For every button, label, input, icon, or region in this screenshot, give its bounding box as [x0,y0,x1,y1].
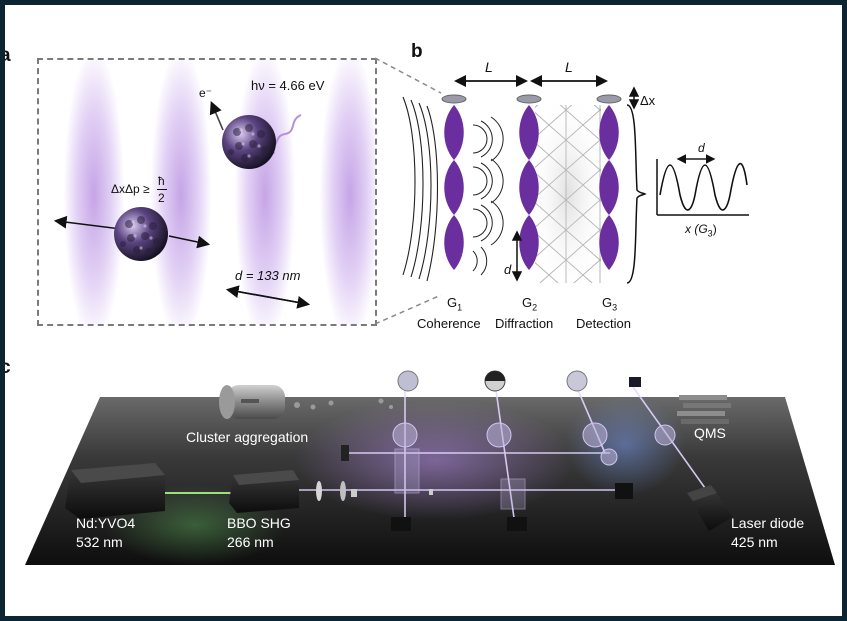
cluster-lower [114,207,168,261]
cluster-source [219,385,285,419]
signal-period-label: d [698,141,705,155]
fraction-bar [157,189,167,190]
coherence-label: Coherence [417,316,481,331]
panel-a-drawing [53,101,311,309]
bbo-shg-crystal [229,470,299,513]
nd-yvo4-laser [65,463,165,519]
panel-a-inset: hν = 4.66 eV e⁻ ΔxΔp ≥ ħ 2 d = 133 nm [37,58,377,326]
diffraction-label: Diffraction [495,316,554,331]
standing-wave-band [320,60,375,324]
diffracted-wavefronts [472,116,504,276]
signal-axis-label: x (G3) [685,222,717,239]
figure-frame: a [5,5,842,616]
laser-diode-label: Laser diode [731,515,805,531]
standing-wave-band [151,60,211,324]
grating-g1-label: G1 [447,295,463,313]
cluster-upper [222,115,276,169]
momentum-arrow-right [168,235,211,249]
uncertainty-numerator: ħ [158,174,165,188]
electron-arrow [209,101,224,131]
qms-stack [677,395,731,424]
standing-wave-band [235,60,295,324]
electron-label: e⁻ [199,86,213,100]
spacing-label-1: L [485,59,493,75]
incoming-wavefronts [402,96,439,282]
bbo-shg-label: BBO SHG [227,515,291,531]
grating-g1 [441,94,467,270]
photodetectors [391,483,633,531]
panel-b-drawing [402,75,749,284]
grating-g2 [516,94,542,270]
laser-diode-wavelength: 425 nm [731,534,778,550]
uncertainty-lhs: ΔxΔp ≥ [111,182,150,196]
grating-g3 [596,94,622,270]
grating-mounts [392,422,676,510]
signal-plot [656,154,749,216]
grating-period-label: d [504,262,512,277]
panel-c-drawing [25,370,835,565]
signal-curve [659,162,748,211]
detection-label: Detection [576,316,631,331]
cluster-particles [294,398,393,410]
panel-a-letter: a [5,45,11,66]
standing-wave-band [64,60,124,324]
grating-g3-label: G3 [602,295,618,313]
uncertainty-denominator: 2 [158,191,165,205]
period-label: d = 133 nm [235,268,301,283]
nd-yvo4-label: Nd:YVO4 [76,515,136,531]
grating-g2-label: G2 [522,295,538,313]
photon-energy-label: hν = 4.66 eV [251,78,325,93]
bbo-shg-wavelength: 266 nm [227,534,274,550]
spacing-label-2: L [565,59,573,75]
uv-beams [295,382,711,526]
laser-diode [687,485,733,531]
cluster-aggregation-label: Cluster aggregation [186,429,309,445]
mirror-top [397,370,641,392]
offset-label: Δx [640,93,656,108]
panel-b-letter: b [411,41,423,62]
detector-brace [626,104,647,284]
nd-yvo4-wavelength: 532 nm [76,534,123,550]
period-arrow-left [225,285,308,305]
qms-label: QMS [694,425,726,441]
panel-c-letter: c [5,357,11,378]
beam-optics [316,445,433,501]
